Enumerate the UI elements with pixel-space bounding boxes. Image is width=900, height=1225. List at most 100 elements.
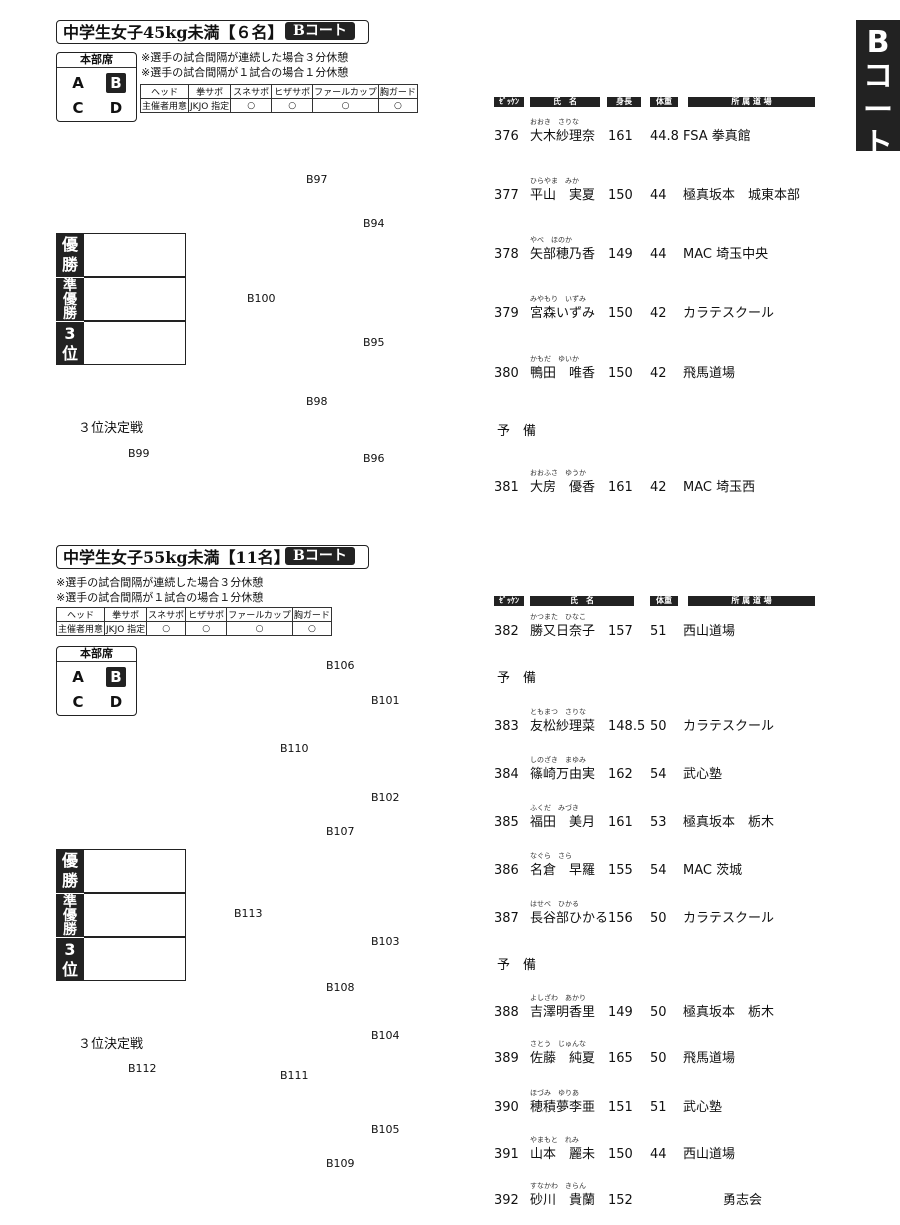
entry-dojo: カラテスクール xyxy=(683,719,775,734)
entry-row: 381 大房 優香 161 42 MAC 埼玉西 xyxy=(494,480,755,496)
hq-seat-panel: 本部席 A B C D xyxy=(56,646,137,716)
match-b102: B102 xyxy=(370,791,401,804)
entry-name: 平山 実夏 xyxy=(530,188,596,203)
match-b106: B106 xyxy=(325,659,356,672)
entry-name: 矢部穂乃香 xyxy=(530,247,596,262)
hq-cell-a: A xyxy=(72,668,84,686)
entry-height: 162 xyxy=(608,767,633,782)
entry-dojo: カラテスクール xyxy=(683,306,775,321)
entry-bib: 379 xyxy=(494,306,519,321)
entry-height: 151 xyxy=(608,1100,633,1115)
entry-name: 大房 優香 xyxy=(530,480,596,495)
entry-bib: 391 xyxy=(494,1147,519,1162)
hq-title: 本部席 xyxy=(57,53,136,68)
hq-cell-c: C xyxy=(72,99,84,117)
protector-header: スネサポ xyxy=(146,607,187,622)
bracket-title: 中学生女子55kg未満【11名】 Bコート xyxy=(56,545,369,569)
entry-row: 379 宮森いずみ 150 42 カラテスクール xyxy=(494,306,774,322)
entry-dojo: 飛馬道場 xyxy=(683,1051,736,1066)
entry-bib: 383 xyxy=(494,719,519,734)
match-b110: B110 xyxy=(279,742,310,755)
protector-value: ○ xyxy=(291,621,332,636)
entry-name: 長谷部ひかる xyxy=(530,911,609,926)
third-place-label: ３位決定戦 xyxy=(78,421,144,436)
entry-dojo: MAC 埼玉中央 xyxy=(683,247,769,262)
entry-height: 152 xyxy=(608,1193,633,1208)
hq-title: 本部席 xyxy=(57,647,136,662)
entry-weight: 51 xyxy=(650,624,667,639)
entry-weight: 42 xyxy=(650,366,667,381)
protector-value: ○ xyxy=(185,621,228,636)
entry-dojo: 極真坂本 栃木 xyxy=(683,815,775,830)
entry-height: 165 xyxy=(608,1051,633,1066)
result-box-third xyxy=(84,937,186,981)
match-b98: B98 xyxy=(305,395,329,408)
rest-note-2: ※選手の試合間隔が１試合の場合１分休憩 xyxy=(141,66,349,79)
match-b97: B97 xyxy=(305,173,329,186)
entry-furigana: おおふさ ゆうか xyxy=(530,469,586,477)
match-b96: B96 xyxy=(362,452,386,465)
protector-header: 拳サポ xyxy=(104,607,148,622)
protector-value: JKJO 指定 xyxy=(188,98,232,113)
result-label-winner: 優勝 xyxy=(56,849,84,893)
rest-note-2: ※選手の試合間隔が１試合の場合１分休憩 xyxy=(56,591,264,604)
match-b103: B103 xyxy=(370,935,401,948)
entry-name: 鴨田 唯香 xyxy=(530,366,596,381)
court-side-tab: Bコート xyxy=(856,20,900,162)
col-header-dojo: 所 属 道 場 xyxy=(688,97,815,107)
court-badge: Bコート xyxy=(285,22,355,40)
entry-height: 150 xyxy=(608,188,633,203)
entry-height: 150 xyxy=(608,366,633,381)
line-b100 xyxy=(242,179,301,403)
entry-bib: 381 xyxy=(494,480,519,495)
protector-value: ○ xyxy=(377,98,418,113)
match-b94: B94 xyxy=(362,217,386,230)
entry-dojo: カラテスクール xyxy=(683,911,775,926)
entry-weight: 42 xyxy=(650,306,667,321)
entry-weight: 44 xyxy=(650,188,667,203)
entry-dojo: MAC 茨城 xyxy=(683,863,743,878)
match-b101: B101 xyxy=(370,694,401,707)
entry-bib: 390 xyxy=(494,1100,519,1115)
result-box-winner xyxy=(84,849,186,893)
entry-bib: 380 xyxy=(494,366,519,381)
third-place-label: ３位決定戦 xyxy=(78,1037,144,1052)
protector-header: 胸ガード xyxy=(291,607,332,622)
entry-furigana: ひらやま みか xyxy=(530,177,579,185)
entry-dojo: MAC 埼玉西 xyxy=(683,480,756,495)
entry-row: 389 佐藤 純夏 165 50 飛馬道場 xyxy=(494,1051,735,1067)
hq-seat-panel: 本部席 A B C D xyxy=(56,52,137,122)
entry-height: 149 xyxy=(608,247,633,262)
entry-furigana: かもだ ゆいか xyxy=(530,355,579,363)
entry-weight: 54 xyxy=(650,767,667,782)
entry-dojo: 武心塾 xyxy=(683,1100,723,1115)
entry-name: 予 備 xyxy=(497,671,537,686)
entry-height: 161 xyxy=(608,480,633,495)
entry-row: 382 勝又日奈子 157 51 西山道場 xyxy=(494,624,735,640)
entry-furigana: やまもと れみ xyxy=(530,1136,579,1144)
entry-bib: 385 xyxy=(494,815,519,830)
entry-name: 予 備 xyxy=(497,958,537,973)
col-header-bib: ｾﾞｯｹﾝ xyxy=(494,596,524,606)
result-box-runner-up xyxy=(84,893,186,937)
entry-bib: 384 xyxy=(494,767,519,782)
entry-name: 佐藤 純夏 xyxy=(530,1051,596,1066)
protector-header: スネサポ xyxy=(230,84,273,99)
rest-note-1: ※選手の試合間隔が連続した場合３分休憩 xyxy=(56,576,264,589)
entry-furigana: よしざわ あかり xyxy=(530,994,586,1002)
hq-cell-c: C xyxy=(72,693,84,711)
entry-name: 吉澤明香里 xyxy=(530,1005,596,1020)
entry-name: 山本 麗未 xyxy=(530,1147,596,1162)
col-header-name: 氏 名 xyxy=(530,97,600,107)
col-header-name: 氏 名 xyxy=(530,596,634,606)
hq-cell-d: D xyxy=(109,99,123,117)
entry-height: 161 xyxy=(608,129,633,144)
entry-bib: 376 xyxy=(494,129,519,144)
entry-weight: 50 xyxy=(650,1051,667,1066)
match-b99: B99 xyxy=(127,447,151,460)
entry-row: 384 篠崎万由実 162 54 武心塾 xyxy=(494,767,722,783)
hq-cell-b-selected: B xyxy=(106,667,126,687)
